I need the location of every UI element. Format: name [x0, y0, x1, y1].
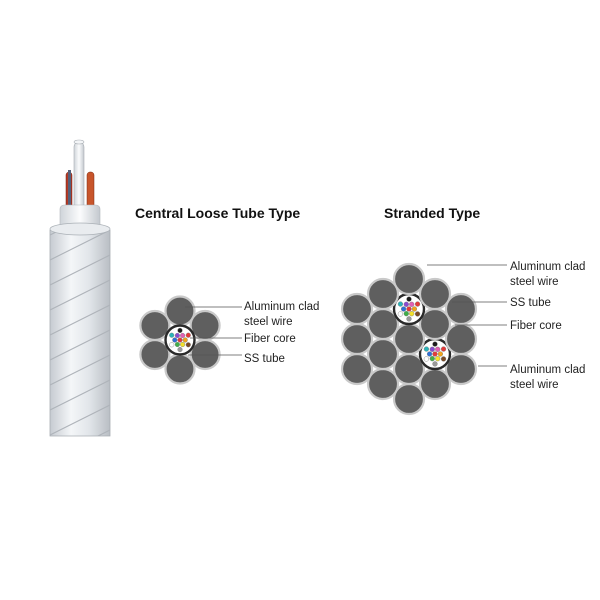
- central-label-acs-line1: Aluminum clad: [244, 301, 319, 313]
- fiber: [429, 346, 435, 352]
- stranded-title: Stranded Type: [384, 205, 480, 221]
- fiber: [406, 306, 412, 312]
- fiber: [406, 296, 412, 302]
- fiber: [437, 351, 443, 357]
- fiber: [432, 361, 438, 367]
- fiber: [403, 311, 409, 317]
- inner-tube-dark: [68, 170, 71, 234]
- fiber: [185, 342, 191, 348]
- central-leaders: [185, 306, 242, 356]
- acs-wire: [340, 292, 374, 326]
- fiber: [423, 346, 430, 352]
- acs-wire: [366, 277, 400, 311]
- fiber: [409, 311, 415, 317]
- fiber: [432, 351, 438, 357]
- fiber: [414, 311, 421, 317]
- acs-wire: [340, 322, 374, 356]
- central-cross-section: [139, 295, 221, 385]
- fiber: [174, 332, 180, 338]
- cable-top-face: [49, 222, 111, 236]
- stranded-label-acs-bottom-line1: Aluminum clad: [510, 364, 585, 376]
- stranded-label-fiber-core: Fiber core: [510, 320, 562, 332]
- central-label-fiber-core: Fiber core: [244, 333, 296, 345]
- fiber: [169, 342, 175, 348]
- acs-wire: [340, 352, 374, 386]
- acs-wire: [418, 367, 452, 401]
- fiber: [182, 337, 188, 343]
- fiber: [406, 316, 412, 322]
- fiber: [174, 342, 180, 348]
- central-rod-tip: [73, 139, 85, 145]
- fiber: [177, 327, 183, 333]
- central-label-ss-tube: SS tube: [244, 353, 285, 365]
- fiber: [440, 346, 447, 352]
- fiber: [397, 311, 404, 317]
- fiber: [423, 356, 430, 362]
- acs-wire: [392, 262, 426, 296]
- central-title: Central Loose Tube Type: [135, 205, 300, 221]
- acs-wire: [418, 277, 452, 311]
- fiber: [172, 337, 178, 343]
- fiber: [411, 306, 418, 312]
- fiber: [409, 301, 415, 307]
- fiber: [429, 356, 435, 362]
- fiber: [185, 332, 191, 338]
- acs-wire: [444, 322, 478, 356]
- fiber: [435, 346, 441, 352]
- fiber: [180, 342, 186, 348]
- acs-wire: [392, 322, 426, 356]
- fiber: [440, 356, 447, 362]
- fiber: [169, 332, 175, 338]
- stranded-cross-section: [340, 262, 478, 416]
- acs-wire: [444, 292, 478, 326]
- stranded-leaders: [427, 264, 507, 367]
- stranded-label-acs-top-line1: Aluminum clad: [510, 261, 585, 273]
- fiber: [435, 356, 441, 362]
- stranded-label-ss-tube: SS tube: [510, 297, 551, 309]
- acs-wire: [366, 337, 400, 371]
- stranded-label-acs-bottom-line2: steel wire: [510, 379, 559, 391]
- fiber: [403, 301, 409, 307]
- acs-wire: [189, 338, 221, 371]
- cable-illustration: [49, 139, 111, 437]
- fiber: [397, 301, 404, 307]
- stranded-label-acs-top-line2: steel wire: [510, 276, 559, 288]
- fiber: [177, 337, 183, 343]
- fiber: [401, 306, 407, 312]
- strand-grooves: [50, 225, 110, 436]
- acs-wire: [139, 309, 171, 342]
- acs-wire: [392, 382, 426, 416]
- fiber: [177, 347, 183, 353]
- fiber: [414, 301, 421, 307]
- fiber: [180, 332, 186, 338]
- fiber: [426, 351, 433, 357]
- central-label-acs-line2: steel wire: [244, 316, 293, 328]
- acs-wire: [366, 367, 400, 401]
- fiber: [432, 341, 438, 347]
